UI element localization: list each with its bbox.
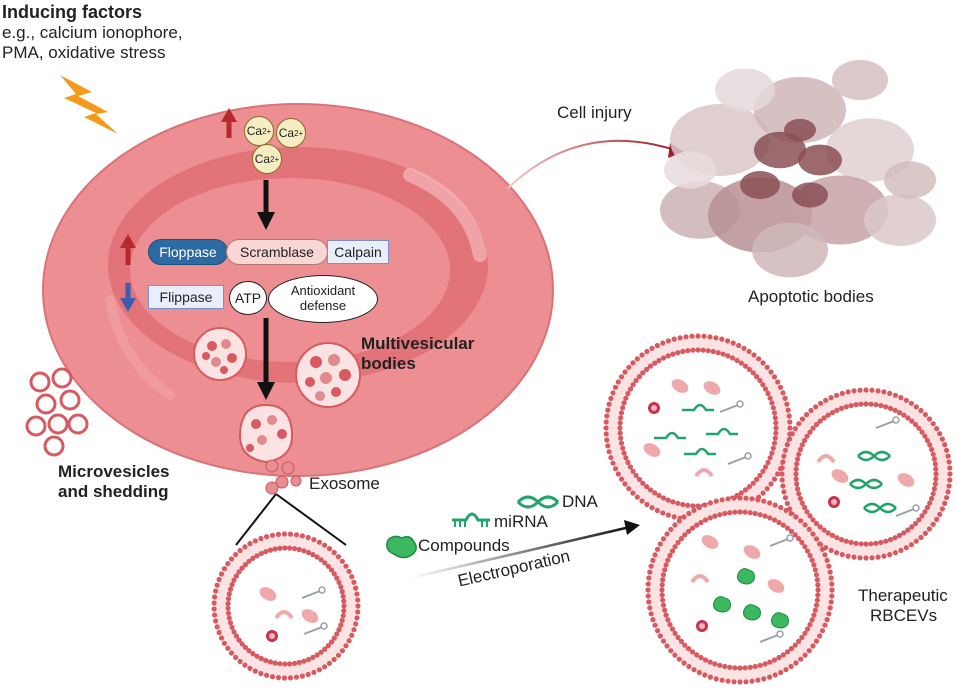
mirna-icon — [452, 512, 490, 527]
vesicles — [211, 333, 953, 685]
scramblase-label: Scramblase — [226, 239, 328, 265]
inducing-factors-line2: PMA, oxidative stress — [2, 43, 166, 62]
calcium-increase-arrow — [221, 108, 237, 138]
exosome-label: Exosome — [309, 474, 380, 493]
pathway-arrow-lower — [257, 318, 275, 400]
enzymes-increase-arrow — [120, 234, 136, 265]
therapeutic-label-line2: RBCEVs — [870, 606, 938, 625]
compounds-label: Compounds — [418, 536, 510, 555]
apoptotic-body-core — [792, 182, 828, 208]
antioxidant-line2: defense — [299, 298, 347, 313]
apoptotic-body-core — [798, 144, 842, 176]
electroporation-arrow — [409, 520, 640, 580]
cell-injury-arrow — [507, 139, 684, 189]
antioxidant-line1: Antioxidant — [290, 283, 356, 299]
apoptotic-body — [715, 68, 775, 112]
apoptotic-body-core — [784, 118, 816, 142]
pathway-arrow-upper — [257, 180, 275, 230]
dna-label: DNA — [562, 492, 598, 511]
inducing-factors-title: Inducing factors — [2, 2, 143, 22]
apoptotic-bodies-cluster — [660, 59, 936, 278]
multivesicular-body-large — [295, 342, 361, 408]
therapeutic-vesicle-mirna — [603, 333, 793, 523]
mirna-label: miRNA — [494, 512, 548, 531]
microvesicles-label-line2: and shedding — [58, 482, 169, 501]
microvesicles — [25, 367, 89, 457]
apoptotic-body — [884, 161, 936, 199]
multivesicular-label-line2: bodies — [361, 354, 416, 373]
microvesicles-label-line1: Microvesicles — [58, 462, 170, 481]
apoptotic-body-core — [754, 131, 806, 169]
atp-label: ATP — [229, 281, 267, 315]
apoptotic-bodies-label: Apoptotic bodies — [748, 287, 874, 306]
compound-icon — [386, 535, 417, 559]
zoom-line-left — [235, 493, 277, 546]
dna-icon — [516, 495, 560, 509]
lightning-icon — [60, 75, 118, 134]
inducing-factors-line1: e.g., calcium ionophore, — [2, 23, 183, 42]
exosome-release — [238, 403, 302, 495]
apoptotic-body — [864, 194, 936, 246]
apoptotic-body — [832, 59, 888, 101]
multivesicular-body-small — [193, 327, 247, 381]
cell-injury-label: Cell injury — [557, 103, 632, 122]
therapeutic-vesicle-dna — [779, 387, 953, 561]
therapeutic-label-line1: Therapeutic — [858, 586, 948, 605]
exosome-vesicle — [211, 531, 361, 681]
floppase-label: Floppase — [148, 239, 228, 265]
apoptotic-body — [752, 222, 828, 278]
enzymes-decrease-arrow — [120, 283, 136, 312]
multivesicular-label-line1: Multivesicular — [361, 334, 475, 353]
flippase-label: Flippase — [148, 285, 224, 309]
antioxidant-defense-label: Antioxidant defense — [268, 275, 378, 323]
apoptotic-body — [754, 76, 846, 144]
apoptotic-body — [664, 151, 716, 189]
zoom-line-right — [275, 493, 347, 546]
calpain-label: Calpain — [327, 240, 389, 264]
apoptotic-body — [826, 118, 914, 182]
therapeutic-vesicle-compounds — [645, 495, 835, 685]
apoptotic-body-core — [740, 171, 780, 199]
